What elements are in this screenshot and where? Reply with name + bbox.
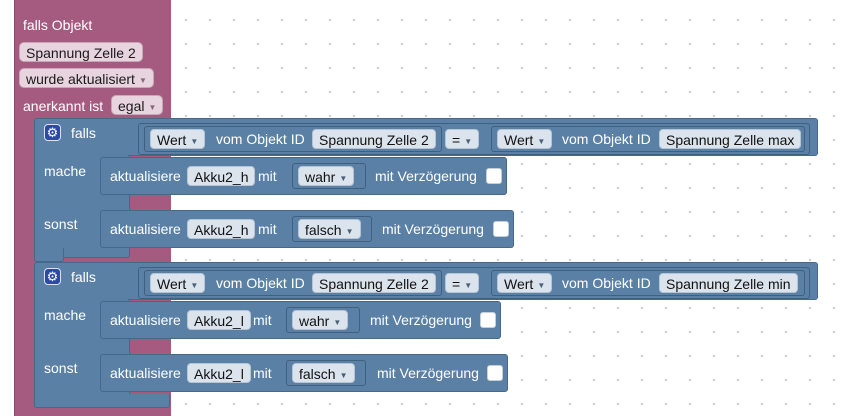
else-1-delay-label: mit Verzögerung <box>382 221 484 237</box>
right-object-value: Spannung Zelle min <box>666 276 791 292</box>
if-block-1-left-field-dropdown[interactable]: Wert▼ <box>150 129 206 149</box>
triangle-down-icon: ▼ <box>537 281 546 290</box>
do-2-with-label: mit <box>253 312 272 328</box>
do-2-delay-label: mit Verzögerung <box>370 312 472 328</box>
target-value: Akku2_h <box>194 222 249 238</box>
right-object-value: Spannung Zelle max <box>666 132 795 148</box>
else-2-delay-checkbox[interactable] <box>487 365 503 381</box>
target-value: Akku2_h <box>194 169 249 185</box>
if-block-1-right-text: vom Objekt ID <box>562 131 651 147</box>
do-1-delay-checkbox[interactable] <box>486 168 502 184</box>
bool-value: falsch <box>299 366 336 382</box>
if-block-2-left-text: vom Objekt ID <box>216 275 305 291</box>
triangle-down-icon: ▼ <box>339 174 348 183</box>
trigger-event-value: wurde aktualisiert <box>26 71 135 87</box>
if-block-2-label-do: mache <box>44 307 87 323</box>
right-field-value: Wert <box>504 276 534 292</box>
else-1-action-label: aktualisiere <box>110 221 181 237</box>
target-value: Akku2_l <box>194 366 244 382</box>
bool-value: wahr <box>299 313 330 329</box>
do-1-action-label: aktualisiere <box>110 168 181 184</box>
trigger-ack-label: anerkannt ist <box>23 98 104 114</box>
triangle-down-icon: ▼ <box>339 371 348 380</box>
trigger-event-dropdown[interactable]: wurde aktualisiert▼ <box>19 68 154 88</box>
if-block-2-operator-dropdown[interactable]: =▼ <box>445 273 480 293</box>
triangle-down-icon: ▼ <box>345 227 354 236</box>
if-block-2-left-object-field[interactable]: Spannung Zelle 2 <box>312 273 436 293</box>
if-block-2-right-object-field[interactable]: Spannung Zelle min <box>659 273 798 293</box>
bool-value: wahr <box>305 169 336 185</box>
if-block-1-label-else: sonst <box>44 216 78 232</box>
left-field-value: Wert <box>157 276 187 292</box>
else-2-delay-label: mit Verzögerung <box>377 365 479 381</box>
else-2-target-field[interactable]: Akku2_l <box>187 363 251 383</box>
right-field-value: Wert <box>504 132 534 148</box>
if-block-1-bottom <box>34 248 64 262</box>
trigger-object-field[interactable]: Spannung Zelle 2 <box>19 42 143 62</box>
else-1-delay-checkbox[interactable] <box>493 221 509 237</box>
if-block-2-right-text: vom Objekt ID <box>562 275 651 291</box>
if-block-1-left-text: vom Objekt ID <box>216 131 305 147</box>
do-2-bool-dropdown[interactable]: wahr▼ <box>292 310 349 330</box>
else-1-bool-dropdown[interactable]: falsch▼ <box>298 219 361 239</box>
trigger-ack-dropdown[interactable]: egal▼ <box>111 95 164 115</box>
triangle-down-icon: ▼ <box>333 318 342 327</box>
if-block-2-left-field-dropdown[interactable]: Wert▼ <box>150 273 206 293</box>
left-object-value: Spannung Zelle 2 <box>319 132 429 148</box>
else-1-target-field[interactable]: Akku2_h <box>187 219 256 239</box>
if-block-1-left-object-field[interactable]: Spannung Zelle 2 <box>312 129 436 149</box>
triangle-down-icon: ▼ <box>537 137 546 146</box>
left-object-value: Spannung Zelle 2 <box>319 276 429 292</box>
else-2-action-label: aktualisiere <box>110 365 181 381</box>
triangle-down-icon: ▼ <box>190 137 199 146</box>
do-1-target-field[interactable]: Akku2_h <box>187 166 256 186</box>
if-block-1-right-object-field[interactable]: Spannung Zelle max <box>659 129 802 149</box>
do-1-delay-label: mit Verzögerung <box>375 168 477 184</box>
triangle-down-icon: ▼ <box>464 281 473 290</box>
if-block-2-bottom <box>34 394 170 408</box>
trigger-label-if: falls Objekt <box>23 17 93 33</box>
trigger-ack-value: egal <box>118 98 145 114</box>
else-2-with-label: mit <box>253 365 272 381</box>
if-block-2-label-if: falls <box>71 269 96 285</box>
do-2-target-field[interactable]: Akku2_l <box>187 310 251 330</box>
if-block-1-right-field-dropdown[interactable]: Wert▼ <box>497 129 553 149</box>
bool-value: falsch <box>305 222 342 238</box>
triangle-down-icon: ▼ <box>464 137 473 146</box>
if-block-2-right-field-dropdown[interactable]: Wert▼ <box>497 273 553 293</box>
triangle-down-icon: ▼ <box>148 103 157 112</box>
operator-value: = <box>452 132 461 148</box>
operator-value: = <box>452 276 461 292</box>
triangle-down-icon: ▼ <box>138 76 147 85</box>
gear-icon[interactable]: ⚙ <box>44 268 61 285</box>
if-block-1-operator-dropdown[interactable]: =▼ <box>445 129 480 149</box>
if-block-1-label-if: falls <box>71 125 96 141</box>
left-field-value: Wert <box>157 132 187 148</box>
do-1-with-label: mit <box>258 168 277 184</box>
else-1-with-label: mit <box>258 221 277 237</box>
else-2-bool-dropdown[interactable]: falsch▼ <box>292 363 355 383</box>
trigger-object-value: Spannung Zelle 2 <box>26 45 136 61</box>
do-2-delay-checkbox[interactable] <box>480 312 496 328</box>
gear-icon[interactable]: ⚙ <box>44 124 61 141</box>
target-value: Akku2_l <box>194 313 244 329</box>
if-block-2-label-else: sonst <box>44 360 78 376</box>
do-1-bool-dropdown[interactable]: wahr▼ <box>298 166 355 186</box>
triangle-down-icon: ▼ <box>190 281 199 290</box>
do-2-action-label: aktualisiere <box>110 312 181 328</box>
if-block-1-label-do: mache <box>44 163 87 179</box>
